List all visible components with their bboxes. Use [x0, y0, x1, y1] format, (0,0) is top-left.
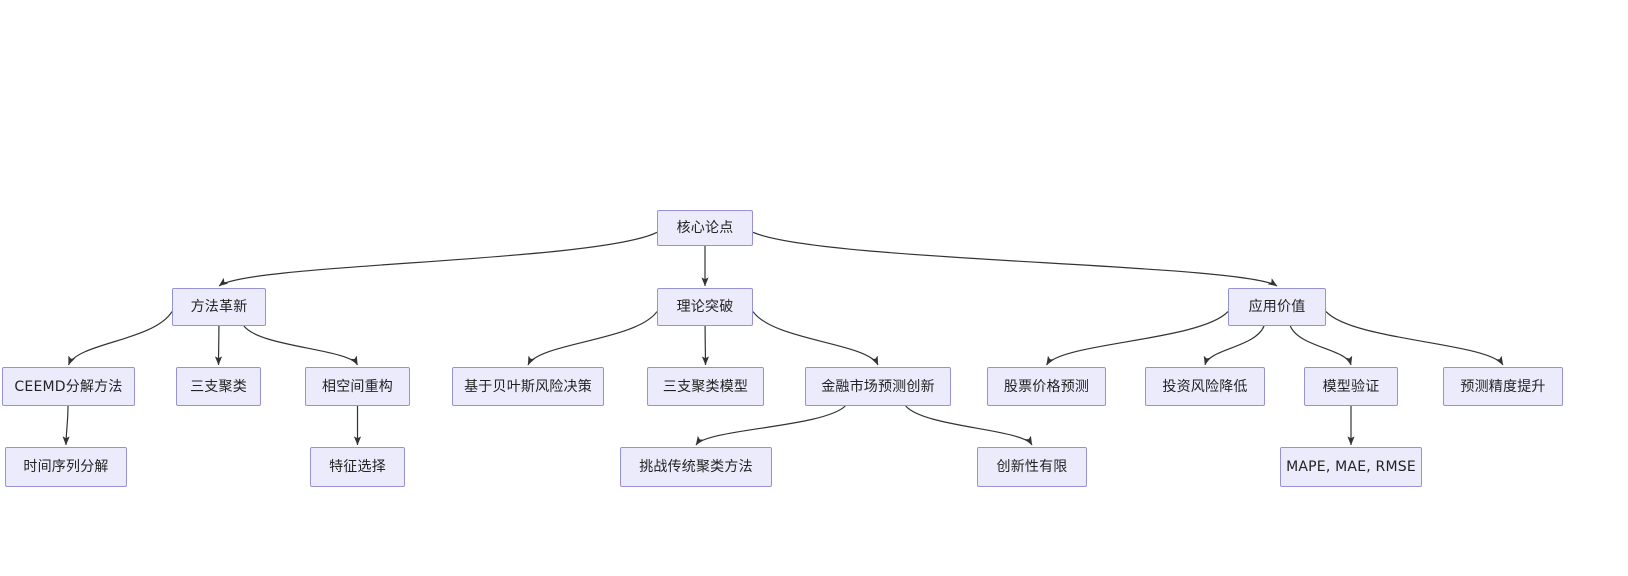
flow-edge-l2c-to-l3c4	[1325, 311, 1504, 366]
flow-node-l3a3[interactable]: 相空间重构	[305, 367, 410, 406]
flow-node-label: 投资风险降低	[1162, 378, 1248, 395]
flow-node-l4a3[interactable]: 特征选择	[310, 447, 405, 487]
flow-edge-l3b3-to-l4b1	[695, 405, 846, 446]
flow-node-label: 创新性有限	[996, 459, 1068, 475]
flow-node-l4a1[interactable]: 时间序列分解	[5, 447, 127, 487]
flow-node-l3c1[interactable]: 股票价格预测	[987, 367, 1106, 406]
edge-group	[62, 231, 1504, 446]
flow-edge-l2c-to-l3c3	[1289, 325, 1353, 366]
flow-node-l2b[interactable]: 理论突破	[657, 288, 753, 326]
flow-node-label: MAPE, MAE, RMSE	[1286, 459, 1416, 475]
flow-node-l3c2[interactable]: 投资风险降低	[1145, 367, 1265, 406]
flow-node-label: 时间序列分解	[23, 459, 109, 475]
flow-edge-l2c-to-l3c1	[1045, 311, 1229, 366]
flow-node-label: 股票价格预测	[1003, 378, 1090, 395]
flow-node-l3c3[interactable]: 模型验证	[1304, 367, 1398, 406]
flow-node-label: 基于贝叶斯风险决策	[464, 378, 592, 395]
flow-node-label: 金融市场预测创新	[821, 378, 935, 395]
flow-node-label: 三支聚类	[190, 378, 247, 395]
flow-node-label: 三支聚类模型	[662, 378, 749, 395]
flow-edge-l3b3-to-l4b2	[905, 405, 1033, 446]
flow-node-l4c3[interactable]: MAPE, MAE, RMSE	[1280, 447, 1422, 487]
flow-node-label: 模型验证	[1322, 378, 1380, 395]
flow-edge-l2a-to-l3a1	[67, 311, 173, 366]
flow-node-l2a[interactable]: 方法革新	[172, 288, 266, 326]
flow-node-l3c4[interactable]: 预测精度提升	[1443, 367, 1563, 406]
flow-edge-l3a1-to-l4a1	[62, 405, 70, 446]
flow-node-l3b2[interactable]: 三支聚类模型	[647, 367, 764, 406]
flow-node-label: 核心论点	[676, 220, 734, 236]
flow-node-l4b2[interactable]: 创新性有限	[977, 447, 1087, 487]
flow-edge-l2b-to-l3b1	[527, 311, 658, 366]
flow-edge-l2b-to-l3b3	[752, 311, 879, 366]
flow-node-label: 理论突破	[676, 299, 734, 315]
flow-node-l2c[interactable]: 应用价值	[1228, 288, 1326, 326]
flow-node-label: 方法革新	[190, 299, 248, 315]
flow-node-label: 预测精度提升	[1460, 378, 1546, 395]
flow-node-l4b1[interactable]: 挑战传统聚类方法	[620, 447, 772, 487]
flow-node-l3a1[interactable]: CEEMD分解方法	[2, 367, 135, 406]
flow-node-label: 相空间重构	[322, 378, 393, 395]
flow-node-label: 挑战传统聚类方法	[639, 459, 753, 475]
flow-node-label: 应用价值	[1248, 299, 1306, 315]
flow-node-label: CEEMD分解方法	[14, 378, 123, 395]
flow-edge-root-to-l2c	[752, 231, 1278, 287]
flow-node-l3b3[interactable]: 金融市场预测创新	[805, 367, 951, 406]
flow-node-root[interactable]: 核心论点	[657, 210, 753, 246]
flow-node-l3b1[interactable]: 基于贝叶斯风险决策	[452, 367, 604, 406]
flow-edge-root-to-l2a	[218, 231, 658, 287]
flow-node-label: 特征选择	[329, 459, 386, 475]
flow-node-l3a2[interactable]: 三支聚类	[176, 367, 261, 406]
flow-edge-l2c-to-l3c2	[1203, 325, 1265, 366]
flow-edge-l2a-to-l3a3	[243, 325, 359, 366]
